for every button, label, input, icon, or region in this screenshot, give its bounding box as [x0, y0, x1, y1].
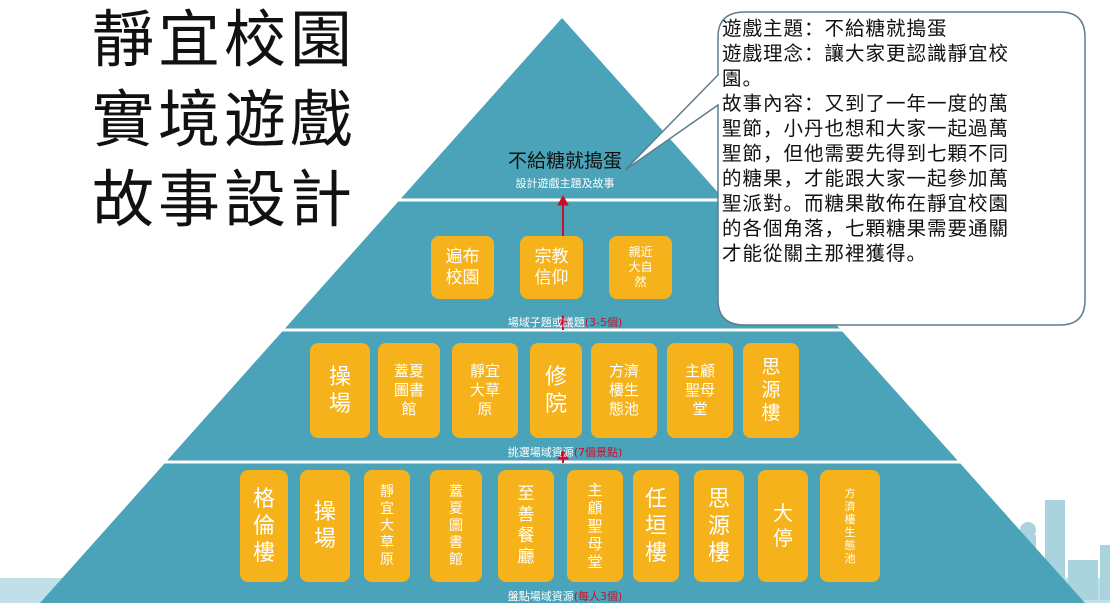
level3-box: 靜宜 大草 原 — [452, 343, 518, 438]
level3-box-label: 主顧 聖母 堂 — [684, 362, 715, 418]
level3-box: 主顧 聖母 堂 — [667, 343, 733, 438]
bubble-line: 聖節，小丹也想和大家一起過萬 — [722, 117, 1010, 140]
title-line: 靜宜校園 — [92, 3, 357, 76]
title-line: 故事設計 — [92, 163, 357, 236]
level4-box-label: 方 濟 樓 生 態 池 — [844, 487, 856, 565]
level4-box-label: 思 源 樓 — [707, 486, 730, 566]
peak-title: 不給糖就搗蛋 — [507, 150, 622, 172]
bubble-text: 遊戲主題：不給糖就搗蛋 遊戲理念：讓大家更認識靜宜校 園。 故事內容：又到了一年… — [722, 16, 1067, 266]
bubble-line: 才能從關主那裡獲得。 — [722, 242, 928, 265]
level3-label-accent: (7個景點) — [573, 446, 623, 459]
level4-box-label: 大 停 — [773, 501, 793, 550]
level3-box-label: 思 源 樓 — [761, 356, 781, 424]
level4-box: 大 停 — [758, 470, 808, 582]
peak-subtitle: 設計遊戲主題及故事 — [515, 177, 615, 190]
bubble-line: 聖節，但他需要先得到七顆不同 — [722, 142, 1010, 165]
level2-box-label: 遍布 校園 — [445, 246, 480, 288]
level2-box-label: 宗教 信仰 — [534, 246, 569, 288]
title-line: 實境遊戲 — [92, 83, 357, 156]
level2-box-label: 親近 大自 然 — [628, 245, 653, 289]
level4-box-label: 任 垣 樓 — [644, 486, 667, 566]
pyramid-shape — [40, 18, 1085, 603]
level3-box: 方濟 樓生 態池 — [591, 343, 657, 438]
level3-label-main: 挑選場域資源 — [507, 446, 574, 459]
level2-box: 宗教 信仰 — [520, 236, 583, 299]
bubble-line: 的各個角落，七顆糖果需要通關 — [722, 217, 1010, 240]
level4-box-label: 格 倫 樓 — [252, 486, 275, 566]
level4-label: 盤點場域資源(每人3個) — [430, 588, 700, 604]
level4-box: 操 場 — [300, 470, 350, 582]
speech-bubble — [624, 11, 1086, 326]
level4-box-label: 至 善 餐 廳 — [517, 484, 535, 567]
level2-label-accent: (3-5個) — [584, 316, 623, 329]
bubble-line: 聖派對。而糖果散佈在靜宜校園 — [722, 192, 1010, 215]
level4-box: 思 源 樓 — [694, 470, 744, 582]
level2-box: 遍布 校園 — [431, 236, 494, 299]
level3-box-label: 靜宜 大草 原 — [469, 362, 500, 418]
level3-box: 蓋夏 圖書 館 — [378, 343, 440, 438]
level2-label-main: 場域子題或議題 — [507, 316, 585, 329]
level4-box-label: 蓋 夏 圖 書 館 — [449, 483, 463, 568]
level3-box: 思 源 樓 — [743, 343, 799, 438]
level3-box: 修 院 — [530, 343, 582, 438]
level4-box-label: 操 場 — [313, 500, 336, 552]
bubble-line: 故事內容：又到了一年一度的萬 — [722, 92, 1010, 115]
level4-box: 任 垣 樓 — [633, 470, 679, 582]
level2-box: 親近 大自 然 — [609, 236, 672, 299]
level4-box-label: 靜 宜 大 草 原 — [380, 483, 394, 568]
level4-box: 至 善 餐 廳 — [498, 470, 554, 582]
level3-box: 操 場 — [310, 343, 370, 438]
bubble-line: 遊戲主題：不給糖就搗蛋 — [722, 17, 948, 40]
level4-box: 主 顧 聖 母 堂 — [567, 470, 623, 582]
bubble-line: 的糖果，才能跟大家一起參加萬 — [722, 167, 1010, 190]
level4-label-accent: (每人3個) — [573, 590, 623, 603]
level4-box: 蓋 夏 圖 書 館 — [430, 470, 482, 582]
level3-box-label: 操 場 — [328, 364, 351, 417]
level4-box: 格 倫 樓 — [240, 470, 288, 582]
level4-label-main: 盤點場域資源 — [507, 590, 574, 603]
level2-label: 場域子題或議題(3-5個) — [440, 314, 690, 330]
level3-label: 挑選場域資源(7個景點) — [430, 444, 700, 460]
level3-box-label: 蓋夏 圖書 館 — [393, 362, 424, 418]
bubble-line: 園。 — [722, 67, 764, 90]
page-title: 靜宜校園 實境遊戲 故事設計 — [92, 0, 356, 240]
level4-box: 方 濟 樓 生 態 池 — [820, 470, 880, 582]
level3-box-label: 修 院 — [544, 364, 567, 417]
level4-box-label: 主 顧 聖 母 堂 — [587, 481, 603, 571]
bubble-line: 遊戲理念：讓大家更認識靜宜校 — [722, 42, 1010, 65]
level4-box: 靜 宜 大 草 原 — [364, 470, 410, 582]
level3-box-label: 方濟 樓生 態池 — [608, 362, 639, 418]
